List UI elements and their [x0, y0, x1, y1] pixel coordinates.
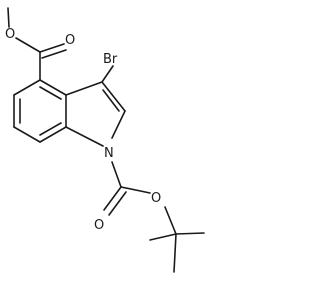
atom-o-ester-carbonyl: O — [65, 33, 75, 48]
bond-c7-c7a — [39, 126, 67, 143]
bond-c3-c2 — [101, 81, 126, 112]
bond-c7-c7a-inner — [39, 122, 62, 136]
bond-c4-c5 — [13, 79, 41, 96]
bond-ome-methyl — [7, 7, 10, 28]
bond-tbu-methyl-right — [175, 232, 205, 235]
bond-c3a-c4-inner — [39, 86, 62, 100]
bond-o-ester-to-tbu-c — [164, 206, 177, 235]
atom-o-methoxy: O — [5, 27, 15, 42]
bonds — [7, 7, 205, 273]
atom-n1: N — [104, 146, 114, 161]
bond-carbonyl-c-to-o-double-b — [41, 49, 67, 59]
bond-c3-br — [101, 65, 114, 83]
bond-c2-n1 — [111, 110, 126, 139]
bond-c3-c2-inner — [102, 89, 120, 112]
bond-carbonyl-c-to-o-double-a — [39, 43, 65, 53]
atom-labels: O O Br N O O — [5, 27, 161, 233]
bond-tbu-methyl-down — [173, 233, 177, 273]
bond-c6-c7 — [13, 126, 41, 143]
bond-n1-boc-carbonyl-c — [111, 161, 122, 188]
bond-c3a-c4 — [39, 79, 67, 96]
bond-boc-c-to-o-ester — [120, 186, 151, 194]
bond-o-methyl-to-carbonyl-c — [15, 37, 41, 53]
chemical-structure-diagram: O O Br N O O — [5, 7, 205, 273]
bond-n1-c7a — [65, 126, 104, 147]
bond-boc-c-o-double-b — [108, 191, 127, 216]
bond-boc-c-o-double-a — [103, 186, 122, 211]
bond-c3a-c3 — [65, 81, 103, 96]
bond-tbu-methyl-left — [149, 233, 177, 241]
atom-br: Br — [103, 52, 118, 67]
atom-o-boc-ester: O — [151, 191, 161, 206]
atom-o-boc-carbonyl: O — [94, 218, 104, 233]
